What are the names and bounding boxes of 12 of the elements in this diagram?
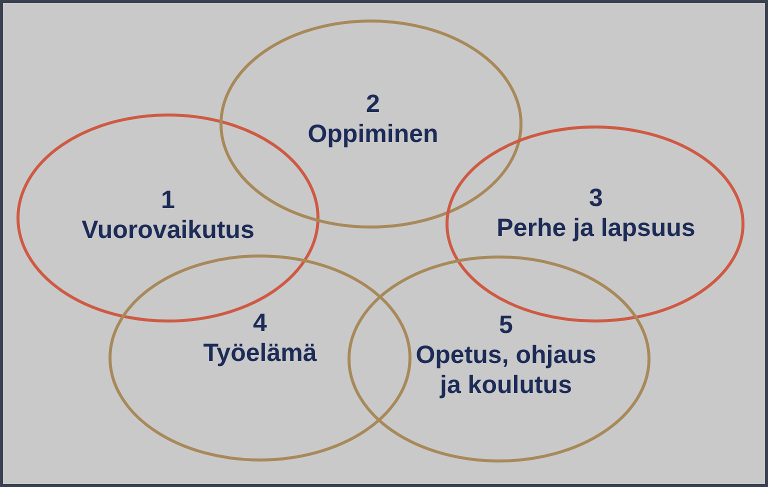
topic-number: 1	[161, 185, 175, 215]
topic-ellipse	[108, 254, 412, 462]
topic-number: 5	[499, 310, 513, 340]
topic-ellipse	[347, 255, 651, 463]
topic-number: 4	[253, 308, 267, 338]
topic-title: Oppiminen	[308, 119, 438, 149]
topic-title: Perhe ja lapsuus	[496, 213, 696, 243]
topic-number: 2	[366, 89, 380, 119]
topic-title: Opetus, ohjaus ja koulutus	[414, 340, 598, 400]
topic-number: 3	[589, 183, 603, 213]
topic-title: Vuorovaikutus	[82, 215, 254, 245]
topic-title: Työelämä	[203, 338, 317, 368]
